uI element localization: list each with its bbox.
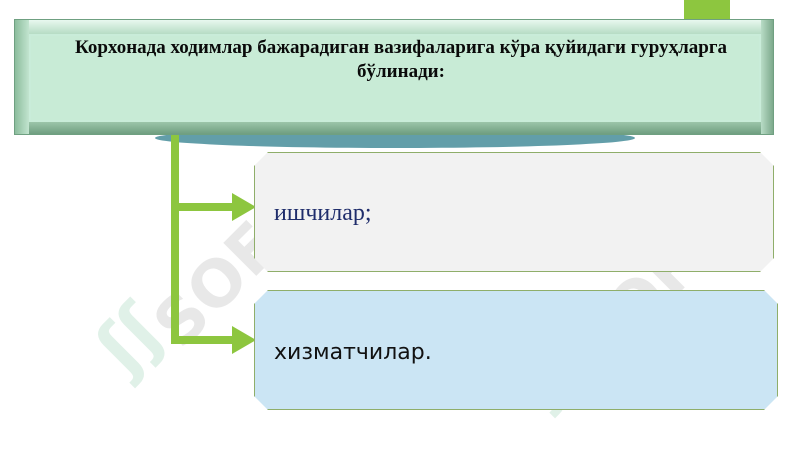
title-bevel-right	[761, 20, 773, 134]
connector-branch-1	[171, 203, 235, 211]
title-bevel-left	[15, 20, 29, 134]
arrow-1-icon	[232, 193, 256, 221]
connector-branch-2	[171, 336, 235, 344]
corner-accent	[684, 0, 730, 20]
arrow-2-icon	[232, 326, 256, 354]
item-label-workers: ишчилар;	[274, 200, 372, 226]
title-text: Корхонада ходимлар бажарадиган вазифалар…	[75, 37, 727, 82]
item-label-employees: хизматчилар.	[274, 340, 432, 365]
item-box-workers	[254, 152, 774, 272]
connector-trunk	[171, 134, 179, 342]
item-box-employees	[254, 290, 778, 410]
title-face	[31, 36, 759, 120]
title-box	[14, 19, 774, 135]
title-bevel-top	[15, 20, 773, 34]
title-bevel-bottom	[15, 122, 773, 134]
